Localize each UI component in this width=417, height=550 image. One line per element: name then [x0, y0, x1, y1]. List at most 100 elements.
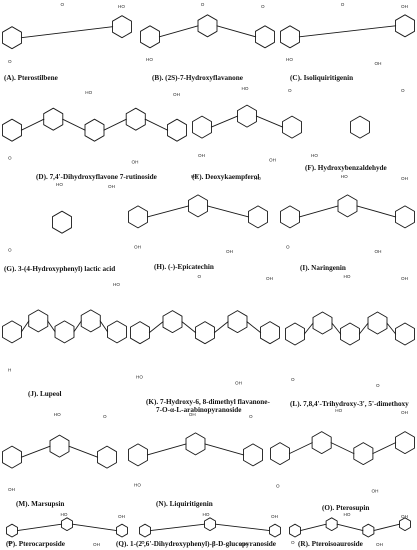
caption-line: (R). Pteroisoauroside	[298, 540, 363, 548]
caption-line: (M). Marsupsin	[16, 500, 65, 508]
caption-line: (C). Isoliquiritigenin	[290, 74, 354, 82]
compound-caption: (P). Pterocarposide	[6, 540, 65, 548]
compound-caption: (K). 7-Hydroxy-6, 8-dimethyl flavanone-7…	[146, 398, 270, 414]
linker-bond	[146, 205, 190, 218]
compound-caption: (O). Pterosupin	[322, 504, 369, 512]
atom-label-ho: HO	[344, 274, 351, 279]
compound-caption: (H). (-)-Epicatechin	[154, 263, 214, 271]
atom-label-ho: HO	[311, 153, 318, 158]
atom-label-ho: HO	[242, 86, 249, 91]
ring	[54, 320, 75, 344]
linker-bond	[216, 25, 257, 38]
caption-line: (K). 7-Hydroxy-6, 8-dimethyl flavanone-	[146, 398, 270, 406]
ring	[280, 25, 300, 49]
atom-label-oh: OH	[401, 276, 408, 281]
ring	[61, 517, 73, 532]
atom-label-oh: OH	[173, 92, 180, 97]
atom-label-h: H	[8, 368, 11, 373]
ring	[188, 194, 208, 218]
ring	[248, 205, 268, 229]
caption-line: (Q). 1-(2',6'-Dihydroxyphenyl)-β-D-gluco…	[116, 540, 276, 548]
linker-bond	[144, 118, 169, 131]
atom-label-o: O	[286, 245, 290, 250]
atom-label-o: O	[249, 414, 253, 419]
linker-bond	[20, 26, 114, 39]
ring	[128, 205, 148, 229]
ring	[140, 25, 160, 49]
ring	[282, 115, 302, 139]
atom-label-ho: HO	[61, 512, 68, 517]
atom-label-ho: HO	[146, 57, 153, 62]
ring	[337, 194, 358, 218]
ring	[399, 517, 411, 532]
ring	[2, 26, 22, 50]
ring	[362, 523, 375, 538]
compound-caption: (F). Hydroxybenzaldehyde	[305, 164, 387, 172]
atom-label-o: O	[261, 4, 265, 9]
ring	[128, 443, 148, 467]
atom-label-o: O	[198, 274, 202, 279]
ring	[197, 14, 218, 38]
ring	[2, 445, 22, 469]
linker-bond	[298, 25, 397, 38]
atom-label-oh: OH	[376, 542, 383, 547]
caption-line: (G). 3-(4-Hydroxyphenyl) lactic acid	[4, 265, 116, 273]
atom-label-ho: HO	[56, 182, 63, 187]
ring	[130, 321, 150, 345]
atom-label-o: O	[276, 484, 280, 489]
atom-label-ho: HO	[286, 57, 293, 62]
atom-label-oh: OH	[235, 381, 242, 386]
atom-label-oh: OH	[240, 542, 247, 547]
ring	[395, 205, 415, 229]
ring	[52, 210, 72, 234]
atom-label-o: O	[376, 383, 380, 388]
ring	[162, 310, 183, 334]
compound-caption: (M). Marsupsin	[16, 500, 64, 508]
linker-bond	[330, 442, 355, 455]
ring	[195, 321, 215, 345]
ring	[84, 118, 105, 142]
atom-label-oh: OH	[8, 487, 15, 492]
ring	[395, 14, 415, 38]
ring	[255, 25, 275, 49]
atom-label-ho: HO	[134, 483, 141, 488]
linker-bond	[336, 523, 364, 532]
linker-bond	[103, 118, 127, 131]
ring	[269, 523, 281, 538]
ring	[43, 107, 64, 131]
linker-bond	[146, 443, 187, 456]
ring	[280, 205, 300, 229]
linker-bond	[356, 205, 397, 218]
atom-label-oh: OH	[269, 157, 276, 162]
atom-label-oh: OH	[401, 4, 408, 9]
caption-line: (B). (2S)-7-Hydroxyflavanone	[152, 74, 243, 82]
ring	[325, 517, 338, 532]
ring	[107, 320, 127, 344]
atom-label-oh: OH	[375, 249, 382, 254]
ring	[49, 434, 70, 458]
atom-label-ho: HO	[203, 512, 210, 517]
linker-bond	[206, 205, 250, 218]
ring	[237, 104, 257, 128]
ring	[395, 431, 415, 455]
